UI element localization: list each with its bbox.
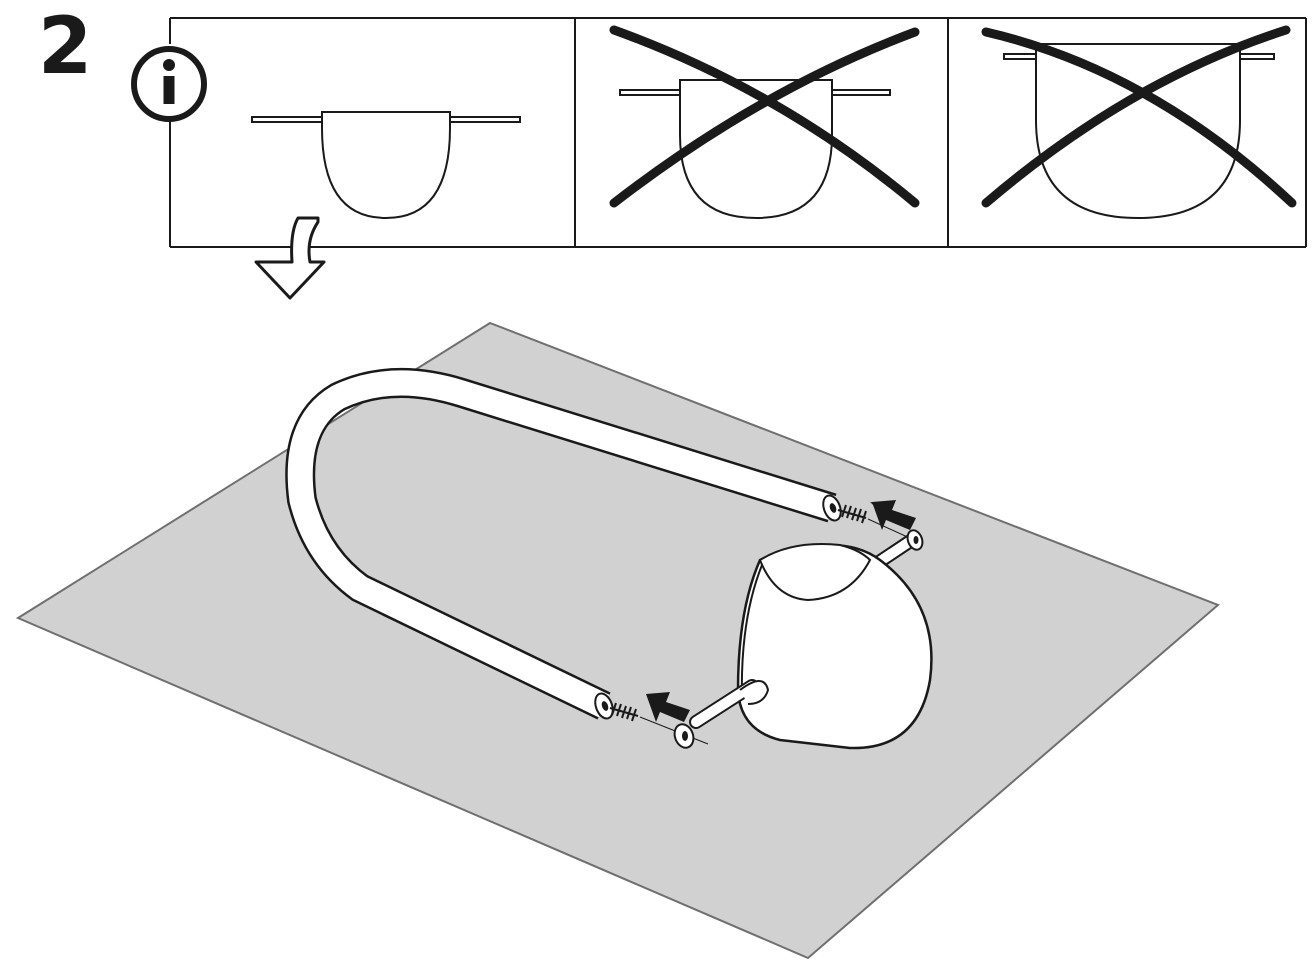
cross-mark-icon [609,25,920,208]
panel-incorrect-too-low [981,25,1297,220]
panel-incorrect-too-high [609,25,920,220]
position-comparison-panels [169,17,1307,248]
threaded-stud-lower [609,702,709,745]
step-number: 2 [38,2,93,92]
push-arrow-icon [870,500,916,530]
lamp-shade [673,529,933,750]
u-shaped-tube [285,367,842,720]
threaded-stud-upper [837,504,915,541]
cross-mark-icon [981,25,1297,208]
floor-surface [15,321,1220,960]
panel-correct-position [251,111,521,220]
push-arrow-icon [646,692,690,722]
down-arrow-icon [254,216,326,300]
